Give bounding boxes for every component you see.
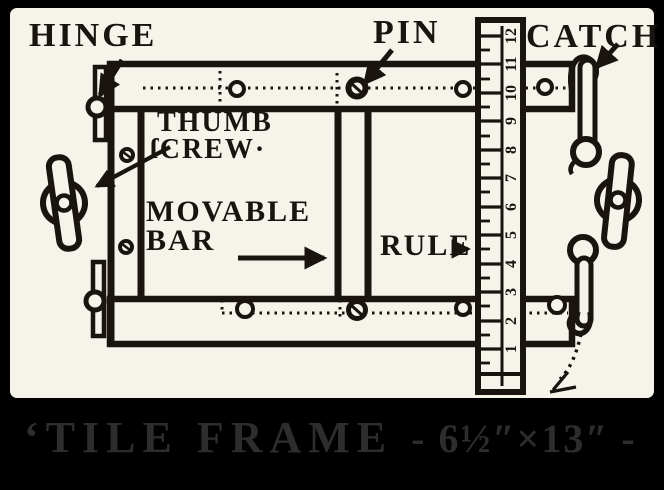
stile-screws: [118, 147, 135, 255]
hole: [547, 295, 567, 315]
movable-bar-label-line2: BAR: [146, 224, 216, 258]
hole: [454, 299, 472, 317]
hole: [536, 78, 554, 96]
hole: [228, 80, 246, 98]
rule-stick: [475, 17, 526, 395]
ruler-number: 11: [503, 56, 520, 72]
ruler-number: 5: [503, 231, 520, 239]
movable-bar: [334, 106, 372, 301]
catch-top: [568, 54, 602, 176]
ruler-number: 12: [503, 28, 520, 44]
ruler-number: 6: [503, 203, 520, 211]
rule-label: RULE: [380, 229, 472, 262]
ruler-number: 1: [503, 345, 520, 353]
inch-ticks: [479, 34, 501, 351]
hinge-label: HINGE: [29, 17, 158, 54]
ruler-number: 4: [503, 260, 520, 268]
half-inch-ticks: [479, 48, 490, 365]
catch-label: CATCH: [526, 18, 662, 55]
pin-label: PIN: [373, 14, 441, 51]
hole: [235, 299, 255, 319]
pin-screw: [345, 76, 369, 100]
figure-caption: ‘TILE FRAME - 6½″×13″ -: [24, 412, 644, 482]
figure-caption-size: - 6½″×13″ -: [411, 416, 637, 461]
thumb-screw-arrow: [94, 145, 171, 188]
catch-arrow: [594, 42, 620, 70]
ruler-number: 10: [503, 85, 520, 101]
thumb-screw-right: [594, 152, 642, 250]
hinge-top: [85, 64, 109, 143]
ruler-number: 7: [503, 174, 520, 182]
hinge-arrow: [97, 58, 125, 98]
ruler-number: 2: [503, 317, 520, 325]
thumb-screw-left: [40, 154, 88, 252]
catch-bottom: [566, 234, 599, 337]
holes-and-screws: [118, 76, 567, 321]
ruler-number: 9: [503, 117, 520, 125]
movable-bar-label-line1: MOVABLE: [146, 195, 312, 228]
label-arrows: [94, 42, 620, 270]
thumb-screw-label-line1: THUMB: [157, 107, 273, 138]
thumb-screw-label-line2: ſCREW·: [150, 134, 267, 166]
hole: [454, 80, 472, 98]
hinge-bottom: [83, 259, 107, 339]
catch-dotted-arrow: [549, 333, 583, 394]
thumb-screw-label: THUMB ſCREW·: [150, 107, 273, 164]
bottom-slot-screw: [346, 299, 368, 321]
ruler-number: 3: [503, 288, 520, 296]
ruler-number: 8: [503, 146, 520, 154]
figure-caption-title: ‘TILE FRAME: [24, 413, 394, 462]
movable-bar-label: MOVABLE BAR: [146, 195, 312, 258]
pin-arrow: [362, 48, 394, 86]
